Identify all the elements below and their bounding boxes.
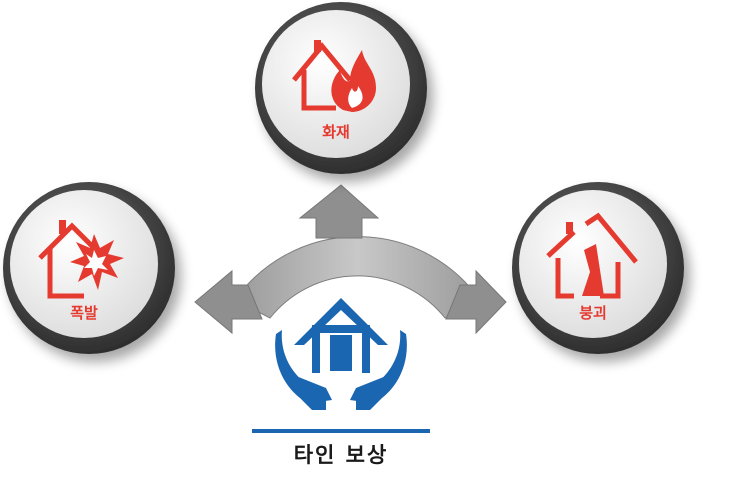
center-label: 타인 보상 bbox=[294, 443, 389, 467]
house-collapse-icon bbox=[546, 212, 638, 299]
hands-house-icon bbox=[275, 298, 407, 410]
center-underline bbox=[252, 429, 430, 433]
arrow-left bbox=[194, 269, 263, 335]
node-label-explosion: 폭발 bbox=[70, 304, 98, 322]
node-label-collapse: 붕괴 bbox=[579, 304, 607, 322]
arrow-arc bbox=[234, 236, 481, 319]
house-explosion-icon bbox=[38, 220, 124, 299]
node-label-fire: 화재 bbox=[322, 123, 350, 141]
arrow-right bbox=[445, 269, 507, 335]
arrow-up bbox=[298, 184, 380, 239]
arrow-group bbox=[194, 184, 507, 335]
house-fire-icon bbox=[292, 40, 376, 112]
